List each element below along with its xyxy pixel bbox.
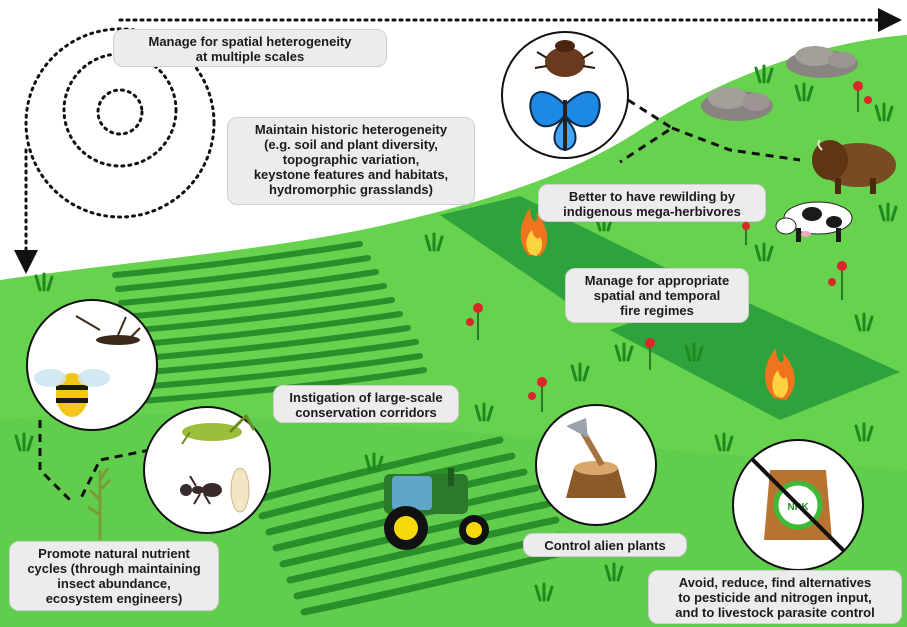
label-conservation-corridors: Instigation of large-scale conservation … [273,385,459,423]
label-spatial-heterogeneity: Manage for spatial heterogeneity at mult… [113,29,387,67]
pesticide-circle: NPK [733,440,863,570]
label-alien-plants: Control alien plants [523,533,687,557]
pollinator-circle [502,32,628,158]
insect-circle-2 [144,407,270,533]
label-rewilding: Better to have rewilding by indigenous m… [538,184,766,222]
larva-icon [231,468,249,512]
label-nutrient-cycles: Promote natural nutrient cycles (through… [9,541,219,611]
label-historic-heterogeneity: Maintain historic heterogeneity (e.g. so… [227,117,475,205]
label-pesticide: Avoid, reduce, find alternatives to pest… [648,570,902,624]
alien-plant-circle [536,405,656,525]
insect-circle-1 [27,300,157,430]
label-fire-regimes: Manage for appropriate spatial and tempo… [565,268,749,323]
